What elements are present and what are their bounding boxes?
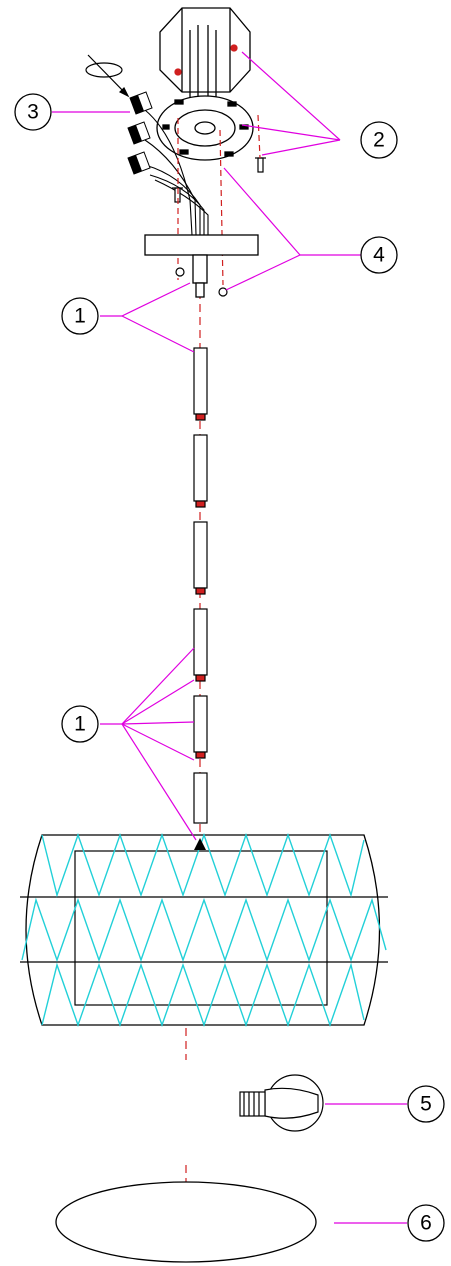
callout-3: 3 [14,93,52,131]
callout-6-label: 6 [420,1212,432,1235]
callout-4-label: 4 [373,244,385,267]
callout-1-bottom: 1 [61,705,99,743]
wires [144,109,209,236]
callout-6: 6 [407,1204,445,1242]
light-bulb [239,1074,324,1132]
wire-nuts [127,91,153,175]
callout-2-label: 2 [373,129,385,152]
callout-4: 4 [360,236,398,274]
rotate-arrow-icon [85,54,130,98]
callout-1-top: 1 [61,297,99,335]
callout-5: 5 [407,1085,445,1123]
junction-box [159,7,251,110]
diffuser-disc [55,1181,317,1263]
mounting-bracket [156,95,254,161]
lamp-shade [20,832,388,1028]
callout-1-bottom-label: 1 [74,713,86,736]
callout-1-top-label: 1 [74,305,86,328]
callout-5-label: 5 [420,1093,432,1116]
callout-3-label: 3 [27,101,39,124]
canopy [144,234,259,298]
leader-lines [52,51,407,1224]
extension-rods [193,347,208,824]
callout-2: 2 [360,121,398,159]
